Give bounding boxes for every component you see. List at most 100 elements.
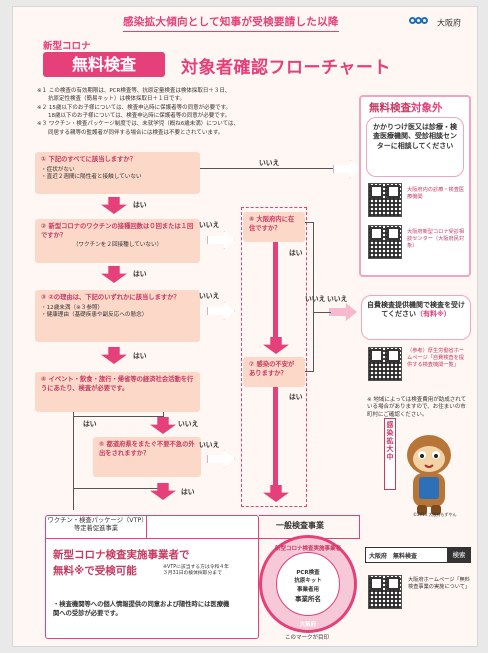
osaka-logo: 大阪府 bbox=[409, 17, 461, 29]
question-1-item: ・症状がない bbox=[41, 166, 75, 173]
question-6-title: ⑥ 大阪府内に在住ですか？ bbox=[249, 216, 295, 232]
qr-caption: 大阪府新型コロナ受診相談センター（大阪府民対象） bbox=[407, 229, 465, 250]
flow-line bbox=[273, 387, 278, 487]
qr-code-paid-testing[interactable] bbox=[368, 347, 402, 381]
question-3-item: ・健康理由（基礎疾患や副反応への懸念） bbox=[41, 312, 148, 319]
consult-doctor-card: かかりつけ医又は診療・検査医療機関、受診相談センターに相談してください bbox=[366, 117, 464, 177]
no-line bbox=[313, 222, 314, 372]
answer-no: いいえ bbox=[199, 441, 220, 449]
branch-line bbox=[73, 488, 163, 489]
question-2-box: ② 新型コロナのワクチンの接種回数は０回または１回ですか？ （ワクチンを２回接種… bbox=[35, 219, 200, 263]
search-button[interactable]: 検索 bbox=[447, 547, 471, 563]
title-badge: 無料検査 bbox=[43, 52, 165, 77]
not-eligible-title: 無料検査対象外 bbox=[369, 102, 443, 114]
paid-label: （有料※） bbox=[415, 310, 451, 319]
divider bbox=[146, 515, 147, 538]
qr-code-clinics[interactable] bbox=[368, 183, 402, 217]
note-line: ※１ この検査の有効期限は、PCR検査等、抗原定量検査は検体採取日＋３日、 bbox=[37, 88, 231, 94]
answer-no: いいえ bbox=[199, 221, 220, 229]
flowchart-sheet: 感染拡大傾向として知事が受検要請した以降 大阪府 新型コロナ 無料検査 対象者確… bbox=[12, 6, 478, 647]
question-7-box: ⑦ 感染の不安がありますか？ bbox=[243, 357, 305, 387]
question-1-title: ① 下記のすべてに該当しますか？ bbox=[41, 156, 136, 163]
qr-caption: （参考）厚生労働省ホームページ「自費検査を提供する検査機関一覧」 bbox=[407, 348, 465, 369]
answer-yes: はい bbox=[133, 201, 147, 209]
question-7-title: ⑦ 感染の不安がありますか？ bbox=[249, 361, 295, 377]
answer-no: いいえ bbox=[259, 159, 280, 167]
badge-line-2: 抗原キット bbox=[294, 578, 322, 584]
answer-yes: はい bbox=[181, 488, 195, 496]
residence-column bbox=[241, 207, 307, 507]
divider bbox=[259, 515, 359, 516]
qr-code-consult-center[interactable] bbox=[368, 225, 402, 259]
osaka-logo-icon bbox=[409, 17, 435, 29]
question-5-box: ⑤ 都道府県をまたぐ不要不急の外出をされますか？ bbox=[93, 437, 201, 477]
question-3-item: ・12歳未満（※３参照） bbox=[41, 304, 104, 311]
bottom-headline-1: 新型コロナ検査実施事業者で bbox=[53, 549, 190, 561]
answer-yes: はい bbox=[83, 420, 97, 428]
page-title: 対象者確認フローチャート bbox=[181, 58, 391, 78]
badge-line-3: 事業者用 bbox=[296, 587, 319, 593]
note-line: 同居する親等の監護者が同伴する場合には検査は不要とされています。 bbox=[37, 129, 224, 136]
answer-yes: はい bbox=[133, 270, 147, 278]
badge-line-4: 事業所名 bbox=[295, 595, 321, 603]
no-line bbox=[305, 371, 314, 372]
arrow-down bbox=[101, 347, 127, 364]
arrow-right bbox=[207, 231, 235, 249]
answer-no: いいえ bbox=[178, 420, 199, 428]
vtp-outcome: ワクチン・検査パッケージ（VTP）等定着促進事業 bbox=[47, 517, 145, 533]
search-query: 大阪府 無料検査 bbox=[369, 553, 418, 560]
branch-line bbox=[73, 412, 74, 510]
header-subtitle: 感染拡大傾向として知事が受検要請した以降 bbox=[123, 16, 339, 32]
logo-text: 大阪府 bbox=[437, 18, 461, 28]
answer-no: いいえ bbox=[327, 295, 348, 303]
free-test-box bbox=[45, 515, 259, 639]
question-1-item: ・直近２週間に陽性者と接触していない bbox=[41, 174, 142, 181]
branch-line bbox=[163, 412, 164, 418]
question-3-box: ③ ②の理由は、下記のいずれかに該当しますか？ ・12歳未満（※３参照） ・健康… bbox=[35, 290, 200, 342]
question-1-box: ① 下記のすべてに該当しますか？ ・症状がない ・直近２週間に陽性者と接触してい… bbox=[35, 152, 200, 194]
vtp-note: ※VTPに該当する方は令和４年３月31日の検体採取分まで bbox=[163, 565, 229, 577]
arrow-down bbox=[101, 266, 127, 283]
badge-top: 新型コロナ検査実施事業者 bbox=[274, 546, 341, 552]
arrow-right bbox=[207, 302, 235, 320]
arrow-right bbox=[207, 450, 235, 468]
answer-yes: はい bbox=[289, 249, 303, 257]
operator-badge-inner bbox=[276, 552, 340, 616]
answer-no: いいえ bbox=[305, 295, 326, 303]
note-line: 抗原定性検査（簡易キット）は検体採取日＋１日です。 bbox=[37, 96, 185, 103]
arrow-down bbox=[101, 197, 127, 214]
qr-caption: 大阪府ホームページ「無料検査事業の実施について」 bbox=[408, 577, 471, 591]
arrow-down bbox=[150, 417, 176, 434]
note-line: 18歳以下のお子様については、検査申込時に保護者等の同意が必要です。 bbox=[37, 113, 231, 120]
flow-line bbox=[273, 242, 278, 352]
divider bbox=[45, 538, 360, 539]
question-4-box: ④ イベント・飲食・旅行・帰省等の経済社会活動を行うにあたり、検査が必要です。 bbox=[35, 372, 200, 412]
divider bbox=[359, 515, 360, 538]
badge-line-1: PCR検査 bbox=[296, 570, 320, 576]
no-line-1 bbox=[200, 168, 340, 169]
paid-test-text: 自費検査提供機関で検査を受けてください bbox=[367, 301, 465, 319]
operator-badge: 新型コロナ検査実施事業者 PCR検査 抗原キット 事業者用 事業所名 大阪府 bbox=[259, 535, 357, 633]
bottom-headline-2: 無料※で受検可能 bbox=[53, 565, 137, 577]
no-line bbox=[313, 312, 331, 313]
privacy-note: ・検査機関等への個人情報提供の同意および陽性時には医療機関への受診が必要です。 bbox=[53, 601, 230, 617]
answer-no: いいえ bbox=[199, 292, 220, 300]
note-line: ※３ ワクチン・検査パッケージ制度では、未就学児（概ね6歳未満）については、 bbox=[37, 121, 239, 128]
qr-code-osaka-hp[interactable] bbox=[368, 575, 402, 609]
branch-line bbox=[73, 416, 163, 417]
arrow-right-to-panel bbox=[329, 303, 357, 321]
question-4-title: ④ イベント・飲食・旅行・帰省等の経済社会活動を行うにあたり、検査が必要です。 bbox=[41, 376, 194, 392]
badge-bottom: 大阪府 bbox=[299, 622, 317, 628]
mark-caption: このマークが目印 bbox=[285, 635, 330, 641]
answer-yes: はい bbox=[133, 352, 147, 360]
arrow-down bbox=[150, 483, 176, 500]
general-outcome: 一般検査事業 bbox=[276, 521, 324, 530]
mascot-sign: 感染拡大中 bbox=[384, 418, 396, 490]
answer-yes: はい bbox=[289, 393, 303, 401]
mascot-illustration bbox=[407, 435, 451, 515]
question-3-title: ③ ②の理由は、下記のいずれかに該当しますか？ bbox=[41, 294, 180, 301]
no-line bbox=[305, 222, 314, 223]
mascot-credit: ©2014 大阪府もずやん bbox=[413, 512, 457, 517]
subsidy-footnote: ※ 地域によっては検査費用が助成されている場合がありますので、お住まいの市町村に… bbox=[367, 397, 467, 418]
question-6-box: ⑥ 大阪府内に在住ですか？ bbox=[243, 212, 305, 242]
